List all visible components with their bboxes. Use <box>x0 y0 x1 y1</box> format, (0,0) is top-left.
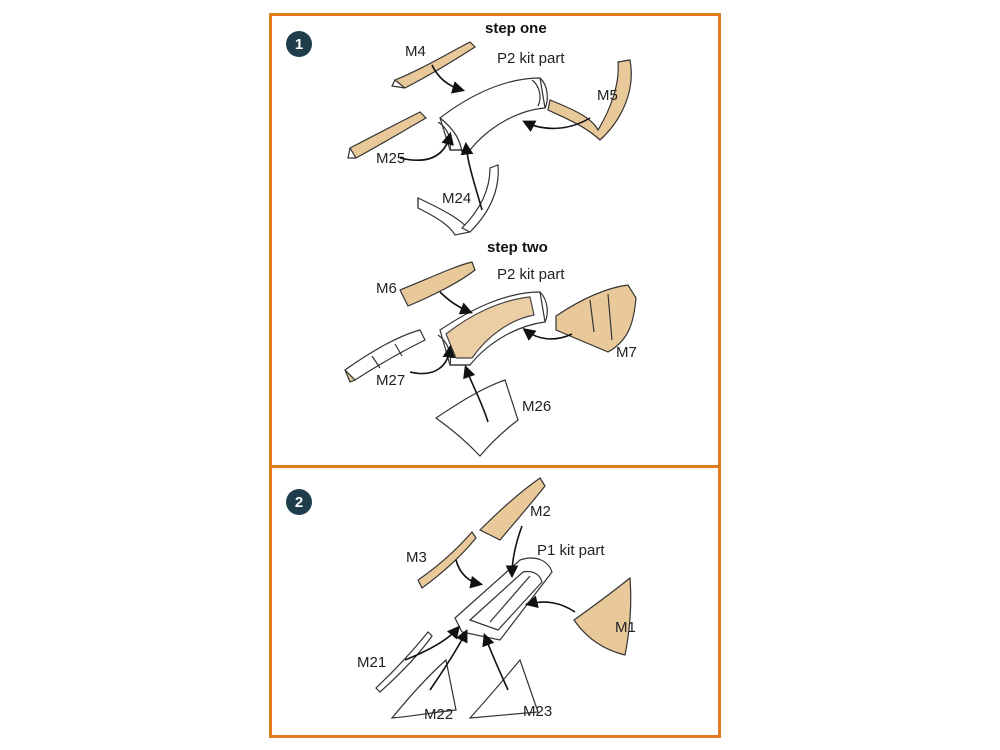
part-m4 <box>391 41 476 89</box>
arrow-m25 <box>399 131 454 162</box>
p1-kit-part <box>454 557 553 641</box>
arrow-m4 <box>431 64 466 94</box>
step-one-title: step one <box>485 20 547 37</box>
label-m1: M1 <box>615 619 636 636</box>
step-1-badge: 1 <box>286 31 312 57</box>
arrow-m6 <box>439 291 473 315</box>
arrow-m2 <box>505 525 523 579</box>
label-m3: M3 <box>406 549 427 566</box>
p2-kit-part-step-two <box>437 291 548 366</box>
part-m21 <box>375 631 433 693</box>
label-m7: M7 <box>616 344 637 361</box>
step-one-kit-part-label: P2 kit part <box>497 50 565 67</box>
arrow-m5 <box>522 117 591 133</box>
part-m24 <box>417 164 499 236</box>
arrow-m7 <box>522 328 573 341</box>
step-2-badge: 2 <box>286 489 312 515</box>
part-m1 <box>573 576 632 656</box>
step-two-kit-part-label: P2 kit part <box>497 266 565 283</box>
p1-kit-part-label: P1 kit part <box>537 542 605 559</box>
label-m27: M27 <box>376 372 405 389</box>
arrow-m3 <box>455 559 484 589</box>
step-two-title: step two <box>487 239 548 256</box>
label-m24: M24 <box>442 190 471 207</box>
label-m25: M25 <box>376 150 405 167</box>
part-m26 <box>434 379 519 457</box>
part-m27 <box>344 329 426 383</box>
part-m2 <box>478 477 546 541</box>
label-m21: M21 <box>357 654 386 671</box>
part-m5 <box>547 59 632 141</box>
label-m6: M6 <box>376 280 397 297</box>
arrow-m1 <box>524 595 576 613</box>
label-m22: M22 <box>424 706 453 723</box>
arrow-m23 <box>482 632 509 691</box>
label-m4: M4 <box>405 43 426 60</box>
label-m5: M5 <box>597 87 618 104</box>
arrow-m21 <box>404 625 461 661</box>
arrow-m22 <box>429 629 468 691</box>
part-m23 <box>468 658 539 719</box>
label-m23: M23 <box>523 703 552 720</box>
arrow-m24 <box>460 141 483 211</box>
part-m3 <box>417 531 477 589</box>
part-m6 <box>399 261 476 307</box>
arrow-m27 <box>409 344 456 375</box>
p2-kit-part-step-one <box>437 77 548 153</box>
part-m25 <box>347 111 427 159</box>
label-m2: M2 <box>530 503 551 520</box>
label-m26: M26 <box>522 398 551 415</box>
part-m7 <box>555 284 637 353</box>
arrow-m26 <box>463 364 489 423</box>
